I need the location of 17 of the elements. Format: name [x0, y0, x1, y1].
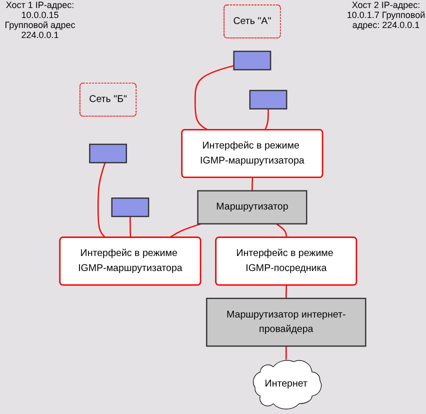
connector: [98, 162, 106, 238]
connector: [286, 285, 288, 298]
node-computer: [233, 50, 272, 70]
node-box: Маршрутизатор интернет-провайдера: [206, 298, 366, 347]
node-box: Маршрутизатор: [197, 190, 308, 224]
node-computer: [112, 198, 150, 218]
connector: [130, 216, 132, 238]
connector: [286, 346, 287, 360]
host-info: Хост 2 IP-адрес: 10.0.1.7 Групповой адрес: 224.0.0.1: [346, 0, 426, 32]
host-info: Хост 1 IP-адрес: 10.0.0.15 Групповой адрес 224.0.0.1: [4, 0, 76, 40]
connector: [194, 65, 234, 130]
connector: [276, 223, 288, 238]
connector: [170, 223, 202, 238]
node-computer: [89, 144, 128, 164]
connector: [252, 178, 254, 191]
node-computer: [250, 90, 288, 110]
connector: [264, 108, 270, 130]
